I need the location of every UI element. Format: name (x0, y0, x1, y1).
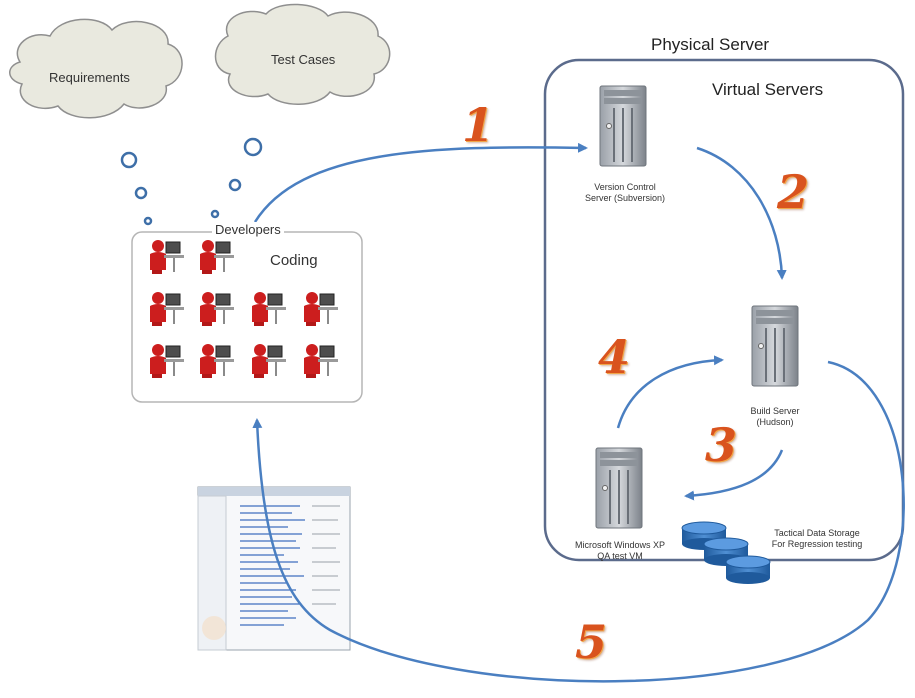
qa-vm-label: Microsoft Windows XP QA test VM (560, 540, 680, 562)
qa-vm-server-icon (595, 447, 643, 529)
version-control-label: Version Control Server (Subversion) (570, 182, 680, 204)
workflow-arrows (252, 142, 905, 683)
physical-server-title: Physical Server (651, 35, 770, 54)
requirements-cloud (9, 18, 183, 119)
arrow-step-2 (696, 146, 787, 280)
step-1-number: 1 (462, 98, 495, 152)
step-5-number: 5 (575, 615, 608, 669)
step-3-number: 3 (705, 418, 738, 472)
build-server-label: Build Server (Hudson) (735, 406, 815, 428)
arrow-step-3 (684, 449, 784, 501)
test-cases-cloud (214, 3, 391, 105)
build-server-icon (751, 305, 799, 387)
developers-label: Developers (212, 222, 284, 237)
test-cases-label: Test Cases (271, 52, 336, 67)
version-control-label-line1: Version Control (594, 182, 656, 192)
arrow-step-5 (252, 360, 905, 683)
arrow-step-4 (616, 355, 724, 429)
storage-label: Tactical Data Storage For Regression tes… (758, 528, 876, 550)
qa-vm-label-line2: QA test VM (597, 551, 643, 561)
storage-label-line1: Tactical Data Storage (774, 528, 860, 538)
coding-label: Coding (270, 252, 318, 269)
version-control-server-icon (599, 85, 647, 167)
step-4-number: 4 (598, 330, 631, 384)
build-server-label-line2: (Hudson) (756, 417, 794, 427)
requirements-label: Requirements (49, 70, 130, 85)
version-control-label-line2: Server (Subversion) (584, 193, 666, 203)
storage-label-line2: For Regression testing (771, 539, 863, 549)
qa-vm-label-line1: Microsoft Windows XP (574, 540, 666, 550)
report-screenshot (197, 486, 351, 651)
build-server-label-line1: Build Server (750, 406, 800, 416)
arrow-step-1 (253, 142, 588, 223)
thought-bubbles (120, 137, 263, 226)
virtual-servers-title: Virtual Servers (712, 80, 824, 99)
step-2-number: 2 (777, 165, 810, 219)
